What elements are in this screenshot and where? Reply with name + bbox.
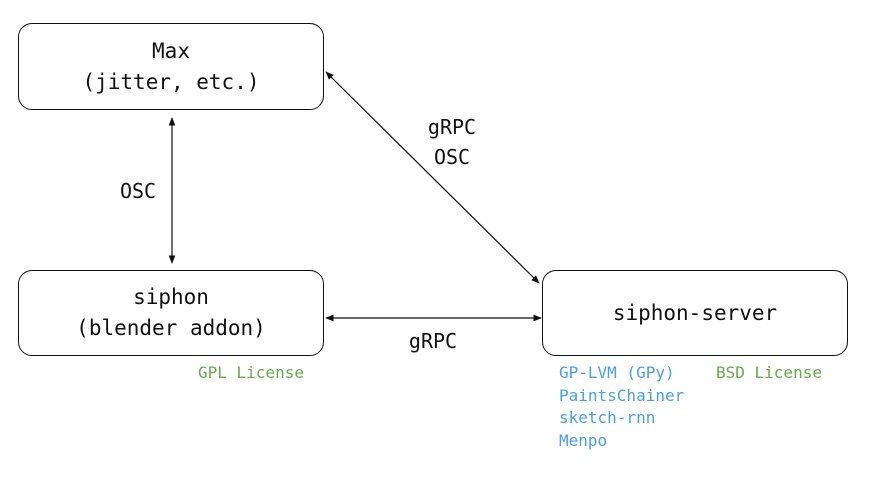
node-max-subtitle: (jitter, etc.) (82, 69, 260, 94)
edge-max-server-label-grpc: gRPC (427, 115, 477, 139)
node-siphon-subtitle: (blender addon) (76, 316, 266, 340)
edge-max-siphon-label: OSC (102, 176, 174, 206)
siphon-license-note: GPL License (198, 362, 304, 385)
server-library-item: GP-LVM (GPy) (559, 363, 675, 382)
node-siphon-server-title: siphon-server (612, 300, 778, 325)
siphon-license-text: GPL License (198, 363, 304, 382)
edge-siphon-server-label-text: gRPC (408, 329, 458, 353)
edge-max-server-label: gRPC OSC (412, 112, 492, 172)
node-max-title: Max (152, 38, 190, 63)
server-library-item: PaintsChainer (559, 385, 685, 405)
server-library-list: GP-LVM (GPy) PaintsChainer sketch-rnn Me… (559, 362, 684, 452)
server-license-note: BSD License (716, 362, 822, 385)
server-library-item: sketch-rnn (559, 408, 656, 427)
server-license-text: BSD License (716, 363, 822, 382)
edge-max-server (325, 71, 540, 284)
edge-max-siphon-label-text: OSC (119, 179, 157, 203)
server-library-item: Menpo (559, 430, 608, 450)
node-siphon: siphon (blender addon) (18, 270, 324, 356)
edge-max-server-label-osc: OSC (433, 145, 471, 169)
node-siphon-title: siphon (133, 285, 209, 309)
node-siphon-server: siphon-server (542, 270, 848, 356)
node-max: Max (jitter, etc.) (18, 23, 324, 110)
edge-siphon-server-label: gRPC (393, 326, 473, 356)
